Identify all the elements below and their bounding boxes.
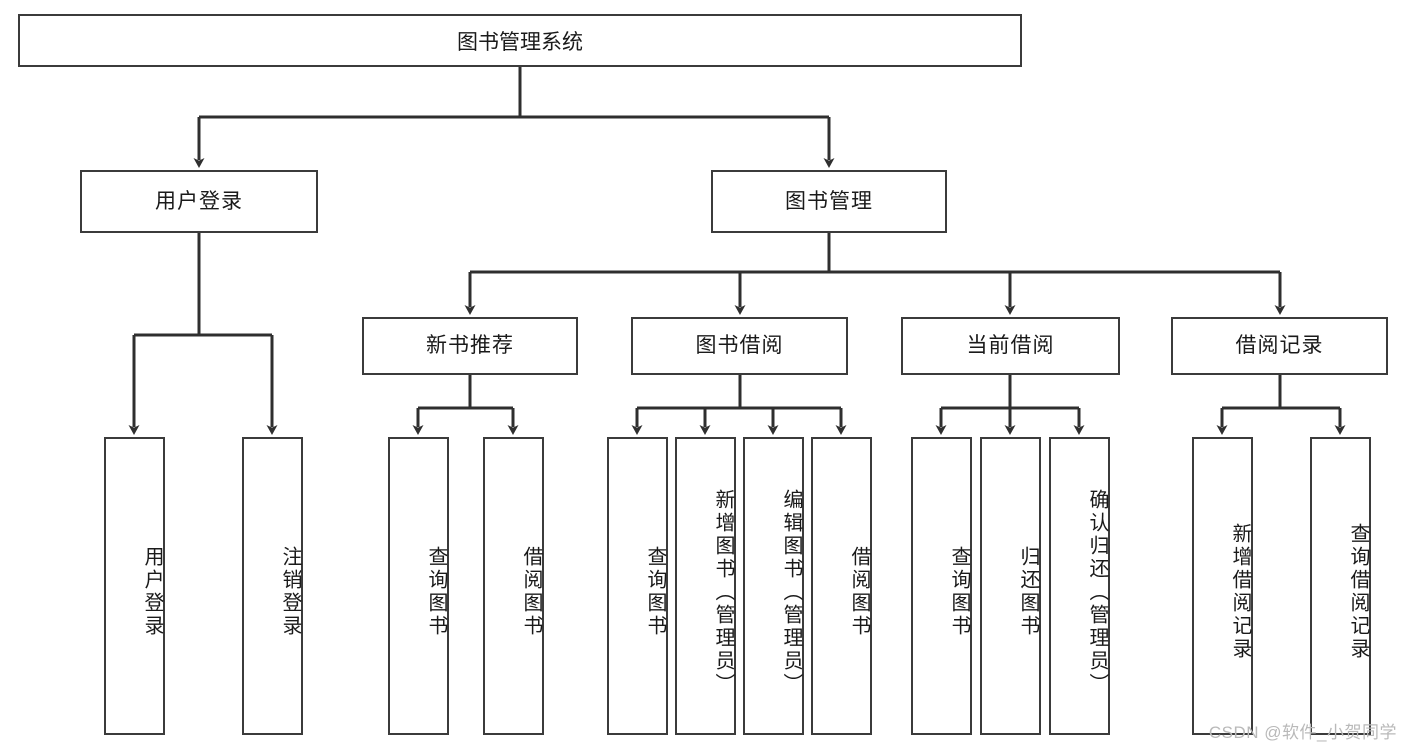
leaf-query-book-2-label: 查询图书 bbox=[644, 546, 666, 638]
leaf-return-book-label: 归还图书 bbox=[1017, 546, 1039, 638]
leaf-return-book[interactable]: 归还图书 bbox=[980, 437, 1041, 735]
node-user-login[interactable]: 用户登录 bbox=[80, 170, 318, 233]
leaf-add-record-label: 新增借阅记录 bbox=[1229, 523, 1251, 661]
leaf-borrow-book-1[interactable]: 借阅图书 bbox=[483, 437, 544, 735]
node-borrow-record-label: 借阅记录 bbox=[1235, 334, 1324, 358]
leaf-user-login[interactable]: 用户登录 bbox=[104, 437, 165, 735]
node-book-borrow[interactable]: 图书借阅 bbox=[631, 317, 848, 375]
node-book-manage[interactable]: 图书管理 bbox=[711, 170, 947, 233]
leaf-query-record-label: 查询借阅记录 bbox=[1347, 523, 1369, 661]
node-new-book-rec[interactable]: 新书推荐 bbox=[362, 317, 578, 375]
leaf-query-book-3[interactable]: 查询图书 bbox=[911, 437, 972, 735]
leaf-query-book-2[interactable]: 查询图书 bbox=[607, 437, 668, 735]
leaf-confirm-return-label: 确认归还（管理员） bbox=[1086, 488, 1108, 696]
node-book-manage-label: 图书管理 bbox=[785, 189, 873, 213]
leaf-edit-book-label: 编辑图书（管理员） bbox=[780, 488, 802, 696]
leaf-query-book-1-label: 查询图书 bbox=[425, 546, 447, 638]
node-book-borrow-label: 图书借阅 bbox=[695, 334, 784, 358]
leaf-borrow-book-2-label: 借阅图书 bbox=[848, 546, 870, 638]
node-current-borrow[interactable]: 当前借阅 bbox=[901, 317, 1120, 375]
node-user-login-label: 用户登录 bbox=[155, 189, 243, 213]
node-root-label: 图书管理系统 bbox=[457, 30, 583, 54]
leaf-edit-book[interactable]: 编辑图书（管理员） bbox=[743, 437, 804, 735]
leaf-query-book-3-label: 查询图书 bbox=[948, 546, 970, 638]
node-borrow-record[interactable]: 借阅记录 bbox=[1171, 317, 1388, 375]
leaf-user-login-label: 用户登录 bbox=[141, 546, 163, 638]
leaf-borrow-book-1-label: 借阅图书 bbox=[520, 546, 542, 638]
leaf-borrow-book-2[interactable]: 借阅图书 bbox=[811, 437, 872, 735]
leaf-logout[interactable]: 注销登录 bbox=[242, 437, 303, 735]
leaf-add-book-label: 新增图书（管理员） bbox=[712, 488, 734, 696]
node-current-borrow-label: 当前借阅 bbox=[966, 334, 1055, 358]
leaf-add-record[interactable]: 新增借阅记录 bbox=[1192, 437, 1253, 735]
leaf-confirm-return[interactable]: 确认归还（管理员） bbox=[1049, 437, 1110, 735]
leaf-logout-label: 注销登录 bbox=[279, 546, 301, 638]
leaf-add-book[interactable]: 新增图书（管理员） bbox=[675, 437, 736, 735]
leaf-query-book-1[interactable]: 查询图书 bbox=[388, 437, 449, 735]
node-root[interactable]: 图书管理系统 bbox=[18, 14, 1022, 67]
csdn-watermark: CSDN @软件_小贺同学 bbox=[1208, 723, 1397, 742]
node-new-book-rec-label: 新书推荐 bbox=[426, 334, 514, 358]
leaf-query-record[interactable]: 查询借阅记录 bbox=[1310, 437, 1371, 735]
